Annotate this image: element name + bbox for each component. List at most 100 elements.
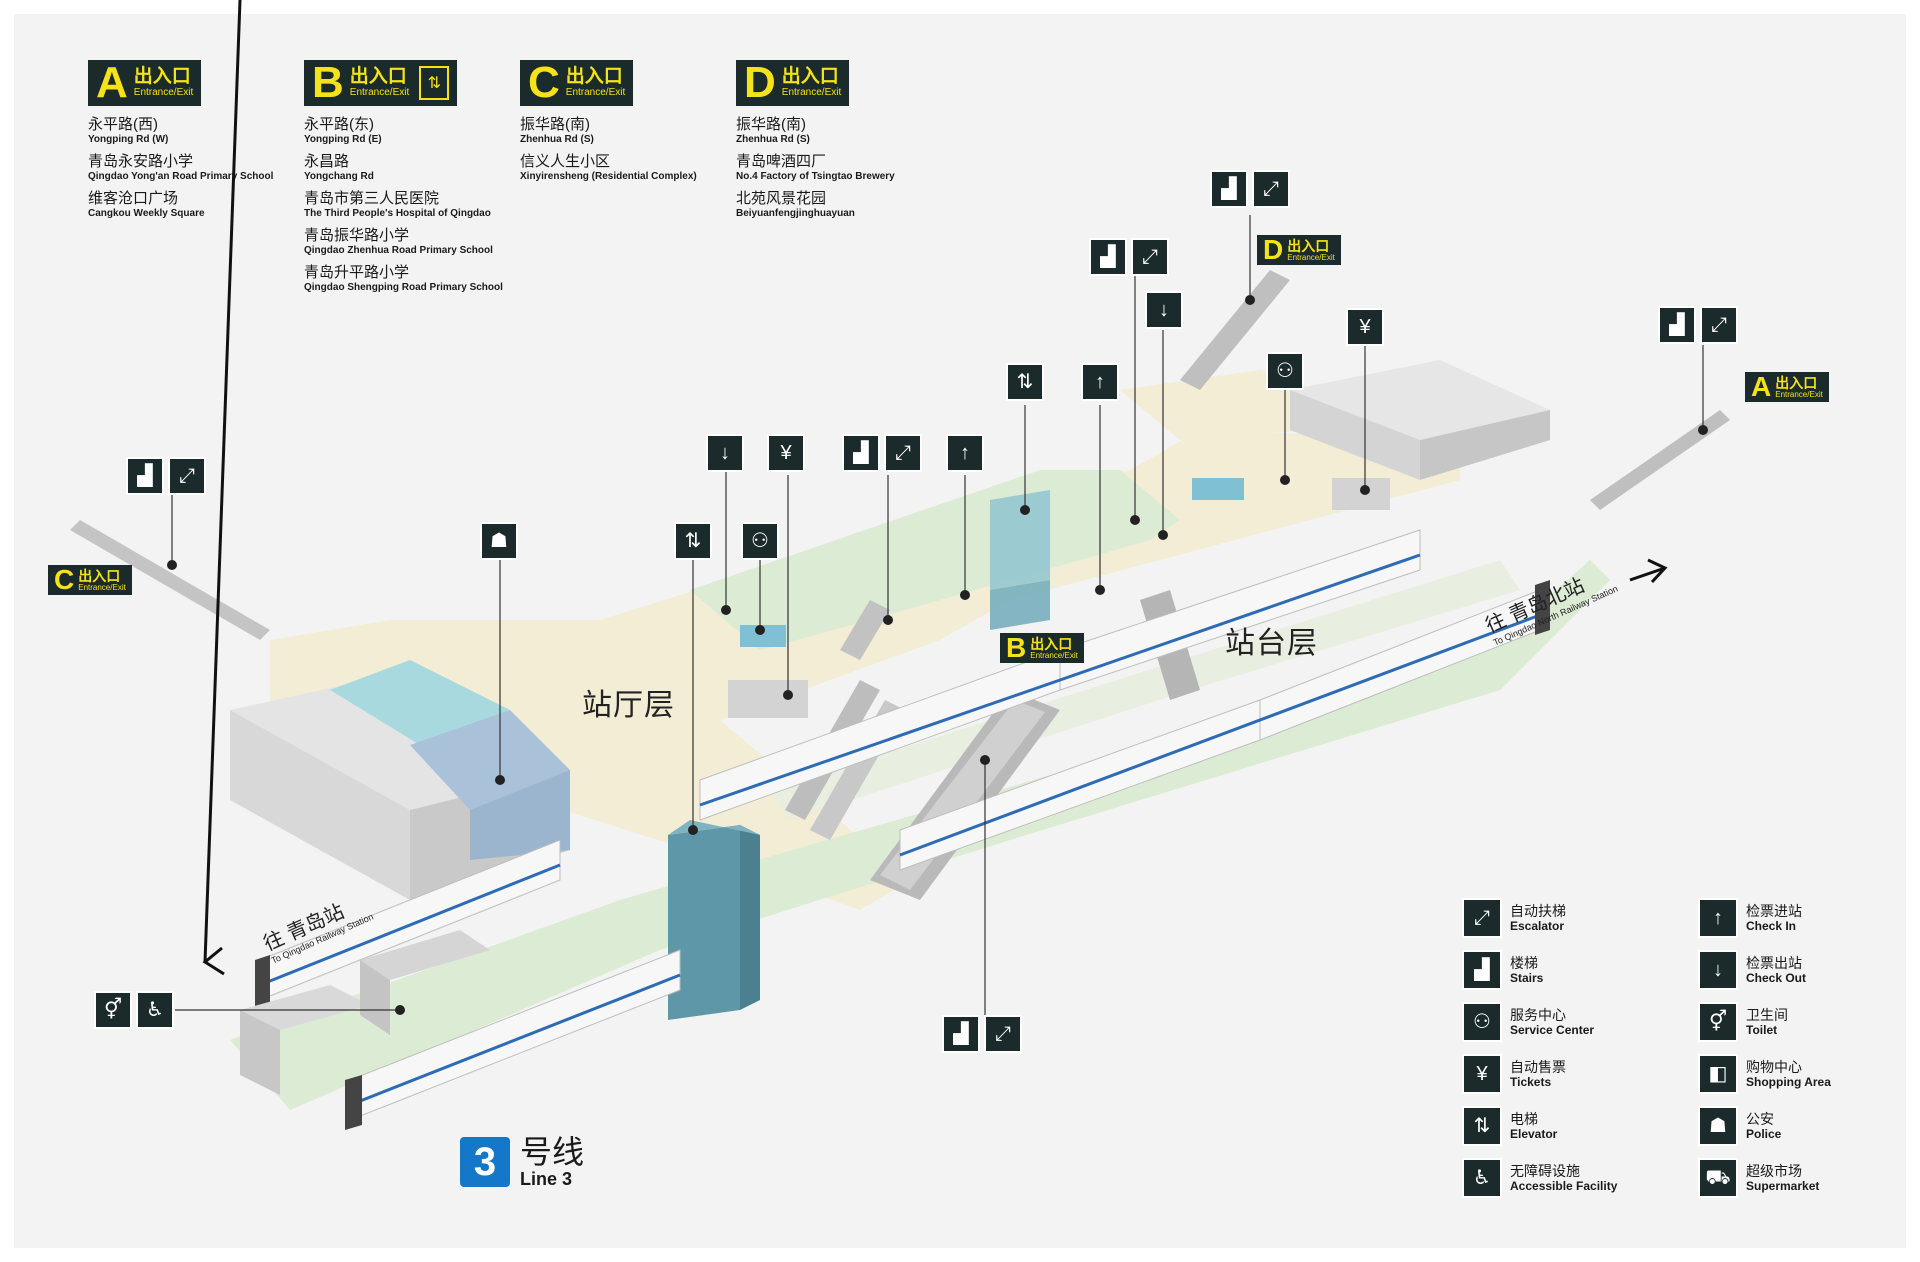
legend-cn: 卫生间	[1746, 1007, 1788, 1023]
legend-en: Toilet	[1746, 1023, 1778, 1037]
check-in-icon: ↑	[1081, 363, 1119, 401]
exit-letter: B	[312, 58, 344, 107]
stairs-icon: ▟	[126, 457, 164, 495]
train-nose	[1535, 580, 1550, 635]
tickets-icon: ¥	[1346, 308, 1384, 346]
destination-cn: 永平路(东)	[304, 116, 374, 133]
destination-cn: 振华路(南)	[736, 116, 806, 133]
toilet-room-front	[360, 960, 390, 1035]
destination-en: Zhenhua Rd (S)	[736, 134, 810, 145]
destination-cn: 青岛啤酒四厂	[736, 153, 827, 170]
legend-cn: 超级市场	[1746, 1163, 1802, 1179]
exit-letter: D	[744, 58, 776, 107]
service-center-icon: ⚇	[1462, 1002, 1502, 1042]
check-in-icon: ↑	[1698, 898, 1738, 938]
legend-cn: 检票进站	[1746, 903, 1802, 919]
exit-letter: A	[96, 58, 128, 107]
legend-en: Police	[1746, 1127, 1782, 1141]
exit-label-cn: 出入口	[781, 66, 839, 87]
destination-en: Yongchang Rd	[304, 171, 374, 182]
escalator-d	[1180, 270, 1290, 390]
ticket-machines-d	[1332, 478, 1390, 510]
stairs-icon: ▟	[1658, 306, 1696, 344]
exit-letter: C	[528, 58, 560, 107]
left-building-front	[230, 710, 410, 900]
escalator-concourse	[840, 600, 890, 660]
destination-en: Zhenhua Rd (S)	[520, 134, 594, 145]
toilet-icon: ⚥	[1698, 1002, 1738, 1042]
destination-cn: 青岛升平路小学	[304, 264, 410, 281]
tag-en: Entrance/Exit	[78, 582, 126, 592]
stairs-icon: ▟	[1210, 170, 1248, 208]
exit-label-en: Entrance/Exit	[349, 87, 410, 98]
service-center-icon: ⚇	[1266, 352, 1304, 390]
platform-room-roof	[240, 985, 370, 1030]
train-nose	[255, 955, 270, 1010]
destination-en: Qingdao Yong'an Road Primary School	[88, 171, 274, 182]
legend-cn: 无障碍设施	[1510, 1163, 1580, 1179]
train-stripe	[899, 613, 1541, 857]
police-room-wall	[470, 770, 570, 860]
north-sign-pair: ▟⤢	[1089, 238, 1169, 276]
toilet-room-roof	[360, 930, 490, 980]
destination: 永平路(西)Yongping Rd (W)	[88, 116, 273, 146]
destination-cn: 北苑风景花园	[736, 190, 827, 207]
elevator-shaft-side	[740, 825, 760, 1010]
legend-en: Check Out	[1746, 971, 1807, 985]
train-nose	[345, 1075, 362, 1130]
train-lower-track	[345, 580, 1550, 1130]
exit-label-en: Entrance/Exit	[133, 87, 194, 98]
destination-en: Xinyirensheng (Residential Complex)	[520, 171, 697, 182]
escalator-icon: ⤢	[1252, 170, 1290, 208]
legend-en: Check In	[1746, 919, 1797, 933]
legend-en: Shopping Area	[1746, 1075, 1831, 1089]
elevator-icon: ⇅	[1006, 363, 1044, 401]
line-label-en: Line 3	[520, 1169, 573, 1189]
tickets-icon: ¥	[1462, 1054, 1502, 1094]
elevator-shaft-front	[668, 825, 740, 1020]
police-icon: ☗	[480, 522, 518, 560]
tag-cn: 出入口	[1775, 374, 1818, 391]
legend-cn: 楼梯	[1510, 955, 1538, 971]
legend-en: Supermarket	[1746, 1179, 1820, 1193]
escalator-icon: ⤢	[1700, 306, 1738, 344]
destination-en: Qingdao Zhenhua Road Primary School	[304, 245, 493, 256]
legend-en: Accessible Facility	[1510, 1179, 1618, 1193]
destination-cn: 青岛永安路小学	[88, 153, 194, 170]
destination-en: No.4 Factory of Tsingtao Brewery	[736, 171, 895, 182]
check-out-icon: ↓	[706, 434, 744, 472]
legend-en: Tickets	[1510, 1075, 1552, 1089]
check-out-icon: ↓	[1145, 291, 1183, 329]
platform-sign-pair: ▟⤢	[942, 1015, 1022, 1053]
exit-letter: A	[1751, 371, 1772, 402]
platform-level-label: 站台层	[1225, 627, 1318, 660]
legend-cn: 电梯	[1510, 1111, 1538, 1127]
escalator-icon: ⤢	[884, 434, 922, 472]
check-in-icon: ↑	[946, 434, 984, 472]
exit-letter: D	[1263, 234, 1284, 265]
escalator-a	[1590, 410, 1730, 510]
exit-label-cn: 出入口	[133, 66, 191, 87]
destination-cn: 信义人生小区	[520, 153, 611, 170]
tag-en: Entrance/Exit	[1287, 252, 1335, 262]
legend-en: Escalator	[1510, 919, 1565, 933]
elevator-icon: ⇅	[419, 66, 450, 100]
destination-cn: 永昌路	[304, 153, 350, 170]
platform-room-front	[240, 1010, 280, 1095]
exit-a-sign-pair: ▟⤢	[1658, 306, 1738, 344]
